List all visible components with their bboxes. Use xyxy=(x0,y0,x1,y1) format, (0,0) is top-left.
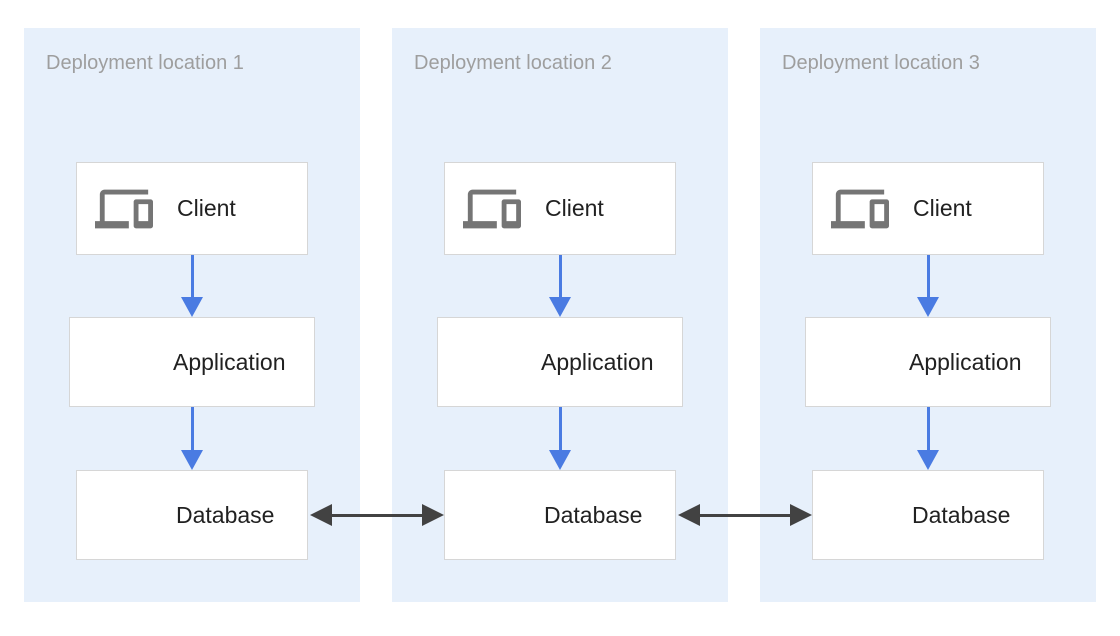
arrow-application-to-database xyxy=(181,407,203,470)
panel-title: Deployment location 1 xyxy=(46,52,244,74)
arrow-database1-database2 xyxy=(310,504,444,526)
panel-title: Deployment location 2 xyxy=(414,52,612,74)
devices-icon xyxy=(831,180,889,238)
node-label: Client xyxy=(177,195,236,221)
node-label: Database xyxy=(544,501,643,528)
arrow-client-to-application xyxy=(181,255,203,317)
arrow-application-to-database xyxy=(917,407,939,470)
devices-icon xyxy=(463,180,521,238)
server-stack-icon xyxy=(96,340,146,384)
deployment-location-panel-1: Deployment location 1 Client Application… xyxy=(24,28,360,602)
node-label: Client xyxy=(913,195,972,221)
server-stack-icon xyxy=(466,493,516,537)
arrow-client-to-application xyxy=(917,255,939,317)
node-label: Database xyxy=(176,501,275,528)
node-client: Client xyxy=(444,162,676,255)
panel-title: Deployment location 3 xyxy=(782,52,980,74)
node-label: Application xyxy=(541,348,654,375)
server-stack-icon xyxy=(832,340,882,384)
node-label: Database xyxy=(912,501,1011,528)
server-stack-icon xyxy=(834,493,884,537)
devices-icon xyxy=(95,180,153,238)
node-label: Client xyxy=(545,195,604,221)
node-application: Application xyxy=(69,317,315,407)
node-client: Client xyxy=(76,162,308,255)
server-stack-icon xyxy=(98,493,148,537)
arrow-database2-database3 xyxy=(678,504,812,526)
server-stack-icon xyxy=(464,340,514,384)
arrow-application-to-database xyxy=(549,407,571,470)
node-label: Application xyxy=(909,348,1022,375)
deployment-location-panel-3: Deployment location 3 Client Application… xyxy=(760,28,1096,602)
node-label: Application xyxy=(173,348,286,375)
node-database: Database xyxy=(76,470,308,560)
deployment-location-panel-2: Deployment location 2 Client Application… xyxy=(392,28,728,602)
node-database: Database xyxy=(444,470,676,560)
node-application: Application xyxy=(805,317,1051,407)
node-database: Database xyxy=(812,470,1044,560)
arrow-client-to-application xyxy=(549,255,571,317)
node-client: Client xyxy=(812,162,1044,255)
node-application: Application xyxy=(437,317,683,407)
